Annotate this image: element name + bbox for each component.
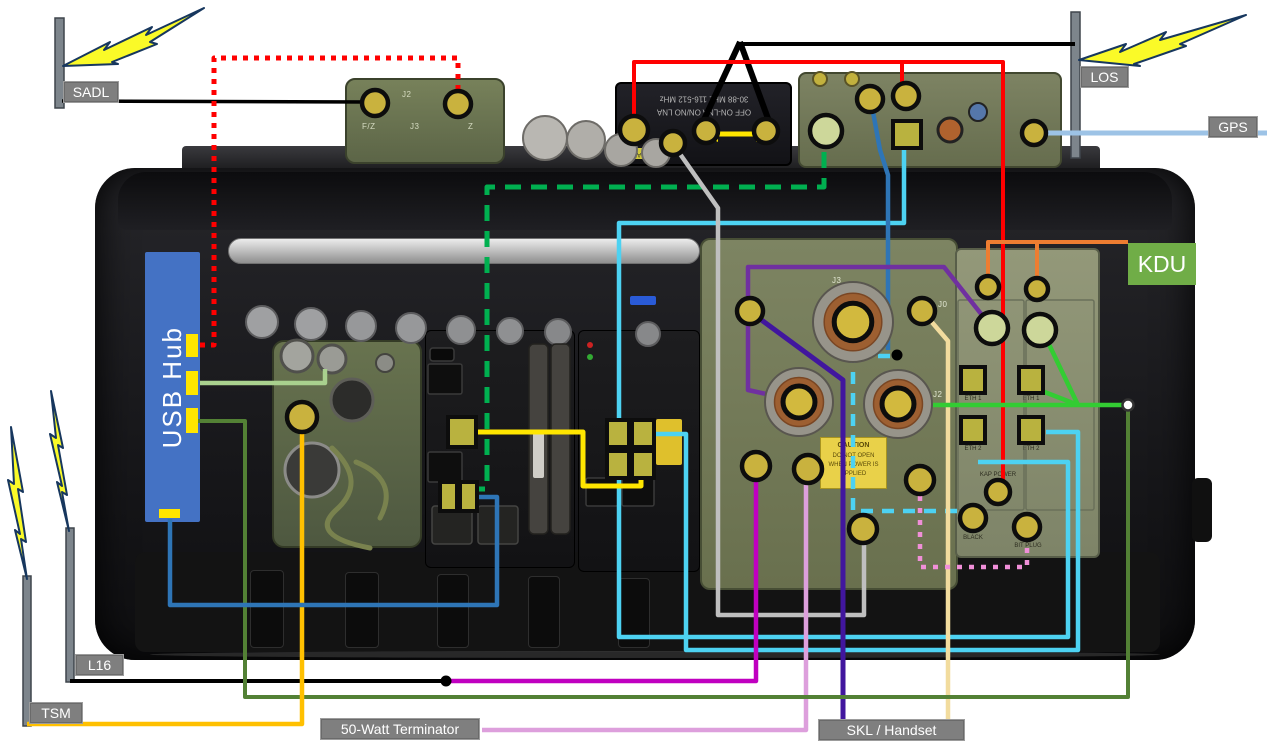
velcro-strap	[250, 570, 284, 648]
label-50watt-terminator: 50-Watt Terminator	[320, 718, 480, 740]
label-sadl: SADL	[63, 81, 119, 103]
r117-j0-label: J0	[938, 300, 948, 309]
los-antenna-mast	[1070, 11, 1081, 159]
label-kdu: KDU	[1128, 243, 1196, 285]
dock-eth2-label: ETH 2	[1022, 446, 1040, 452]
radio1-j3-label: J3	[410, 122, 420, 131]
caution-line: DO NOT OPEN	[832, 452, 875, 459]
usb-hub-box: USB Hub	[145, 252, 200, 522]
l16-antenna-mast	[65, 527, 75, 683]
kdu-dock-panel	[955, 248, 1100, 558]
manpack-radio	[700, 238, 958, 590]
dock-black-label: BLACK	[963, 535, 983, 541]
velcro-strap	[437, 574, 469, 648]
l16-lightning-icon	[49, 390, 70, 532]
label-tsm: TSM	[29, 702, 83, 724]
junction-dot	[440, 675, 452, 687]
velcro-strap	[345, 572, 379, 648]
sadl-lightning-icon	[62, 7, 205, 67]
dock-kap-label: KAP POWER	[979, 472, 1017, 478]
dock-eth1-label: ETH 1	[1022, 396, 1040, 402]
velcro-strap	[528, 576, 560, 648]
network-module-b	[578, 330, 700, 572]
amp-brand-label: AR	[620, 148, 654, 159]
usb-hub-label: USB Hub	[157, 325, 187, 449]
caution-title: CAUTION	[837, 442, 870, 449]
r117-j2-label: J2	[933, 390, 943, 399]
label-skl-handset: SKL / Handset	[818, 719, 965, 741]
amp-band-label: 30-88 MHz 116-512 MHz	[659, 94, 749, 104]
case-lid	[118, 172, 1172, 230]
case-shadow	[150, 651, 1160, 658]
r117-j3-label: J3	[832, 276, 842, 285]
velcro-strap	[618, 578, 650, 648]
small-radio-top	[345, 78, 505, 164]
label-los: LOS	[1080, 66, 1129, 88]
dock-eth2-label: ETH 2	[964, 446, 982, 452]
dock-bit-label: BIT PLUG	[1014, 543, 1042, 549]
dock-eth1-label: ETH 1	[964, 396, 982, 402]
label-gps: GPS	[1208, 116, 1258, 138]
amp-switch-label: OFF ON-LNA ON/NO LNA	[656, 107, 752, 117]
radio1-z-label: Z	[468, 122, 474, 131]
tsm-lightning-icon	[7, 426, 28, 580]
radio1-j2-label: J2	[402, 90, 412, 99]
los-lightning-icon	[1078, 14, 1247, 67]
caution-line: WHEN POWER	[828, 461, 872, 468]
case-latch	[1192, 478, 1212, 542]
network-module-a	[425, 330, 575, 568]
label-l16: L16	[75, 654, 124, 676]
amp-markings: OFF ON-LNA ON/NO LNA 30-88 MHz 116-512 M…	[620, 92, 788, 118]
top-radio-right	[798, 72, 1062, 168]
mounting-rail	[228, 238, 700, 264]
caution-sticker: CAUTION DO NOT OPEN WHEN POWER IS APPLIE…	[820, 437, 887, 489]
handheld-radio	[272, 340, 422, 548]
radio1-fz-label: F/Z	[362, 122, 376, 131]
